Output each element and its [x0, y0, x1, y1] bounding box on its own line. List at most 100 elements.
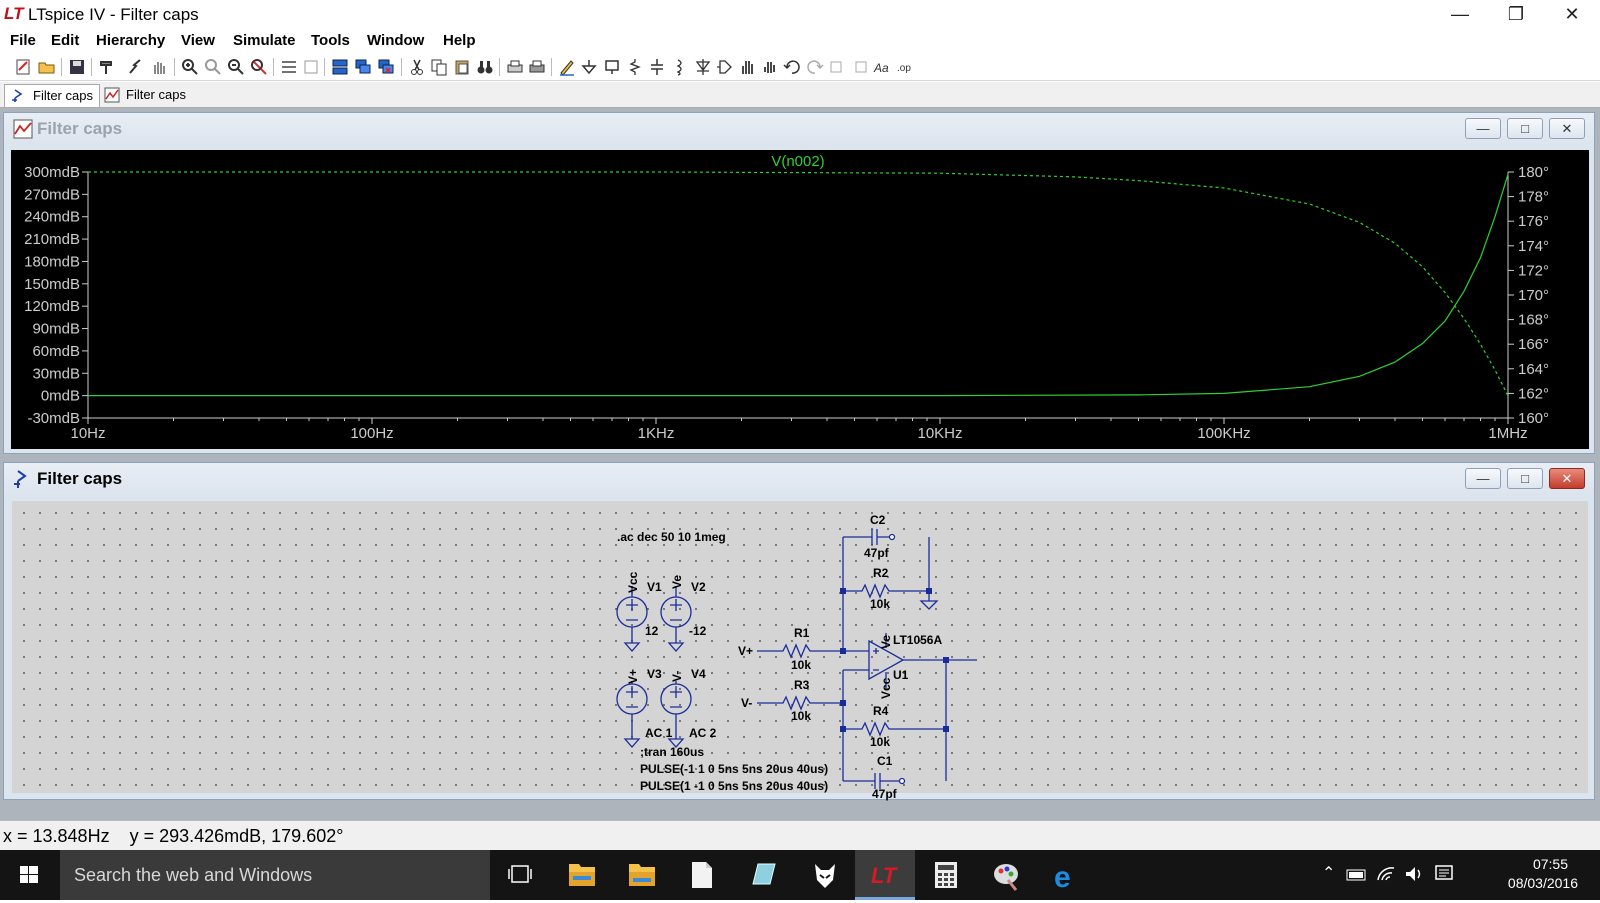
close-all-icon[interactable] [377, 58, 395, 76]
component-icon[interactable] [716, 58, 734, 76]
menu-tools[interactable]: Tools [311, 32, 350, 49]
svg-text:Aa: Aa [873, 61, 889, 75]
show-hidden-icons-chevron-icon[interactable]: ⌃ [1322, 865, 1336, 882]
clock-time[interactable]: 07:55 [1532, 856, 1568, 872]
halt-hand-icon[interactable] [150, 58, 168, 76]
resistor-r3[interactable] [757, 695, 843, 711]
taskbar-app-fox[interactable] [795, 850, 855, 900]
c2-pin [888, 533, 896, 541]
ground-icon[interactable] [580, 58, 598, 76]
tile-horizontal-icon[interactable] [331, 58, 349, 76]
tran-directive[interactable]: ;tran 160us [640, 745, 704, 759]
task-view-button[interactable] [490, 850, 550, 900]
clock-date[interactable]: 08/03/2016 [1507, 875, 1578, 891]
diode-icon[interactable] [694, 58, 712, 76]
resistor-r1[interactable] [757, 643, 843, 659]
battery-icon[interactable] [1346, 866, 1368, 884]
menu-edit[interactable]: Edit [51, 32, 80, 49]
capacitor-icon[interactable] [648, 58, 666, 76]
minimize-button[interactable]: — [1451, 4, 1469, 24]
capacitor-c2[interactable] [842, 529, 892, 591]
menu-bar: File Edit Hierarchy View Simulate Tools … [0, 30, 1600, 52]
voltage-source-v2[interactable] [660, 586, 692, 652]
waveform-minimize-button[interactable]: — [1465, 118, 1501, 139]
resistor-icon[interactable] [626, 58, 644, 76]
mirror-icon[interactable] [851, 58, 869, 76]
volume-icon[interactable] [1404, 864, 1426, 884]
resistor-r4[interactable] [843, 721, 946, 737]
voltage-source-v4[interactable] [660, 681, 692, 748]
zoom-fit-icon[interactable] [250, 58, 268, 76]
edge-icon: e [1054, 861, 1071, 894]
find-binoculars-icon[interactable] [476, 58, 494, 76]
paste-icon[interactable] [453, 58, 471, 76]
restore-button[interactable]: ❐ [1507, 4, 1525, 24]
taskbar-folder[interactable] [612, 850, 672, 900]
mark-icon[interactable] [302, 58, 320, 76]
save-icon[interactable] [68, 58, 86, 76]
x-tick-label: 10Hz [70, 425, 105, 442]
action-center-icon[interactable] [1434, 864, 1456, 884]
waveform-maximize-button[interactable]: □ [1507, 118, 1543, 139]
resistor-r2[interactable] [843, 583, 929, 599]
start-button[interactable] [0, 850, 58, 900]
zoom-out-icon[interactable] [227, 58, 245, 76]
drag-hand-icon[interactable] [761, 58, 779, 76]
taskbar-app-cube[interactable] [733, 850, 793, 900]
redo-icon[interactable] [806, 58, 824, 76]
menu-window[interactable]: Window [367, 32, 425, 49]
run-icon[interactable] [126, 58, 144, 76]
menu-help[interactable]: Help [443, 32, 476, 49]
move-hand-icon[interactable] [739, 58, 757, 76]
schematic-canvas[interactable]: .ac dec 50 10 1meg V1 V2 12 -12 Vcc Ve V… [12, 501, 1588, 801]
search-box[interactable]: Search the web and Windows [60, 850, 490, 900]
ac-directive[interactable]: .ac dec 50 10 1meg [617, 530, 726, 544]
capacitor-c1[interactable] [843, 773, 902, 789]
v2-value: -12 [689, 624, 707, 638]
open-folder-icon[interactable] [38, 58, 56, 76]
waveform-window-titlebar[interactable]: Filter caps — □ ✕ [4, 113, 1594, 145]
copy-icon[interactable] [430, 58, 448, 76]
y-left-tick-label: 90mdB [32, 321, 80, 338]
label-net-icon[interactable] [603, 58, 621, 76]
close-button[interactable]: ✕ [1564, 4, 1580, 24]
autorange-icon[interactable] [280, 58, 298, 76]
new-schematic-icon[interactable] [14, 58, 32, 76]
pan-icon[interactable] [204, 58, 222, 76]
inductor-icon[interactable] [670, 58, 688, 76]
print-icon[interactable] [528, 58, 546, 76]
menu-simulate[interactable]: Simulate [233, 32, 296, 49]
undo-icon[interactable] [783, 58, 801, 76]
menu-file[interactable]: File [10, 32, 36, 49]
tab-waveform[interactable]: Filter caps [98, 84, 192, 107]
wifi-icon[interactable] [1376, 864, 1398, 884]
spice-directive-icon[interactable]: .op [896, 58, 914, 76]
tab-schematic[interactable]: Filter caps [4, 84, 100, 107]
taskbar-file-explorer[interactable] [552, 850, 612, 900]
taskbar-paint[interactable] [976, 850, 1036, 900]
cut-icon[interactable] [408, 58, 426, 76]
taskbar-ltspice[interactable]: LT [855, 850, 915, 900]
print-setup-icon[interactable] [506, 58, 524, 76]
voltage-source-v1[interactable] [616, 586, 648, 652]
waveform-close-button[interactable]: ✕ [1549, 118, 1585, 139]
schematic-close-button[interactable]: ✕ [1549, 468, 1585, 489]
taskbar-calculator[interactable] [916, 850, 976, 900]
schematic-minimize-button[interactable]: — [1465, 468, 1501, 489]
voltage-source-v3[interactable] [616, 681, 648, 748]
zoom-in-icon[interactable] [181, 58, 199, 76]
schematic-maximize-button[interactable]: □ [1507, 468, 1543, 489]
taskbar-edge[interactable]: e [1037, 850, 1097, 900]
taskbar-document[interactable] [672, 850, 732, 900]
menu-hierarchy[interactable]: Hierarchy [96, 32, 166, 49]
opamp-u1[interactable] [868, 633, 977, 689]
rotate-icon[interactable] [828, 58, 846, 76]
text-icon[interactable]: Aa [873, 58, 891, 76]
cascade-icon[interactable] [354, 58, 372, 76]
svg-text:.op: .op [897, 63, 911, 74]
control-panel-hammer-icon[interactable] [98, 58, 116, 76]
draw-wire-pencil-icon[interactable] [558, 58, 576, 76]
schematic-window-titlebar[interactable]: Filter caps — □ ✕ [4, 463, 1594, 495]
menu-view[interactable]: View [181, 32, 215, 49]
